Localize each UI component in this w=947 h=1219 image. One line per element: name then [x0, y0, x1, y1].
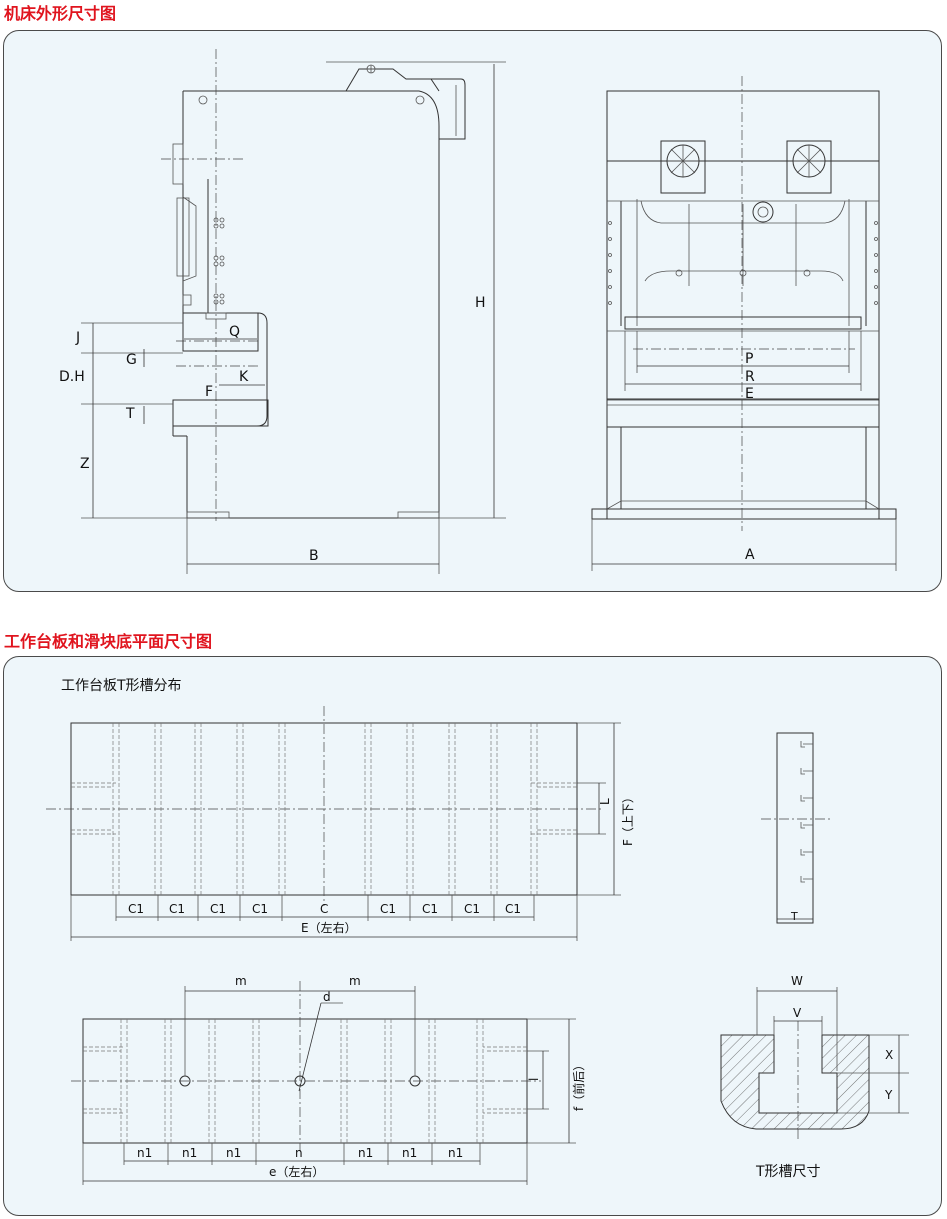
- bolster-plan: C1 C1 C1 C1 C C1 C1 C1 C1 E（左右） L F（上下）: [46, 706, 635, 941]
- label-R: R: [745, 369, 755, 385]
- tslot-T-label: T: [790, 910, 798, 923]
- gauge-left: [660, 140, 706, 194]
- slide-d-label: d: [323, 990, 331, 1004]
- pitch-C1-3: C1: [210, 902, 226, 916]
- label-F: F: [205, 384, 213, 400]
- slide-width-label: e（左右）: [269, 1164, 324, 1179]
- tslot-section: W V X Y T形槽尺寸: [720, 974, 909, 1180]
- label-K: K: [239, 369, 249, 385]
- label-Q: Q: [229, 324, 240, 340]
- section-title-machine-dimensions: 机床外形尺寸图: [4, 4, 117, 23]
- tslot-Y-label: Y: [884, 1088, 893, 1102]
- bolster-slide-panel: 工作台板T形槽分布 C1 C1 C1 C: [3, 656, 942, 1216]
- label-DH: D.H: [59, 369, 85, 385]
- bolster-L-label: L: [598, 798, 612, 805]
- gauge-right: [786, 140, 832, 194]
- bolt-symbols: [213, 217, 225, 305]
- pitch-C1-8: C1: [505, 902, 521, 916]
- pitch-C1-5: C1: [380, 902, 396, 916]
- bolster-width-label: E（左右）: [301, 920, 357, 935]
- pitch-n: n: [295, 1146, 303, 1160]
- label-E: E: [745, 386, 754, 402]
- tslot-profile: T: [761, 732, 831, 924]
- label-J: J: [75, 330, 80, 346]
- tslot-X-label: X: [885, 1048, 893, 1062]
- pitch-C1-6: C1: [422, 902, 438, 916]
- pitch-C1-1: C1: [128, 902, 144, 916]
- label-T: T: [125, 406, 135, 422]
- pitch-C: C: [320, 902, 328, 916]
- side-view: J Q G D.H K F T Z H B: [59, 49, 506, 574]
- slide-l-label: l: [527, 1078, 541, 1081]
- pitch-C1-7: C1: [464, 902, 480, 916]
- bolster-depth-label: F（上下）: [621, 791, 635, 846]
- machine-outline-drawing: J Q G D.H K F T Z H B: [59, 49, 897, 574]
- pitch-n1-6: n1: [448, 1146, 463, 1160]
- slide-tslots: [120, 1019, 484, 1143]
- section-title-bolster-slide: 工作台板和滑块底平面尺寸图: [4, 632, 213, 651]
- pitch-n1-2: n1: [182, 1146, 197, 1160]
- bolster-slide-drawing: 工作台板T形槽分布 C1 C1 C1 C: [46, 678, 909, 1185]
- subtitle-tslot-layout: 工作台板T形槽分布: [61, 678, 182, 694]
- pitch-n1-3: n1: [226, 1146, 241, 1160]
- tslot-V-label: V: [793, 1006, 802, 1020]
- label-P: P: [745, 351, 753, 367]
- slide-depth-label: f（前后）: [571, 1059, 586, 1111]
- tslot-notches: [800, 741, 813, 883]
- pitch-n1-5: n1: [402, 1146, 417, 1160]
- front-view: P R E A: [591, 76, 897, 571]
- tslot-caption: T形槽尺寸: [755, 1164, 821, 1180]
- label-G: G: [126, 352, 137, 368]
- tslot-W-label: W: [791, 974, 803, 988]
- slide-m-left: m: [235, 974, 247, 988]
- machine-outline-panel: J Q G D.H K F T Z H B: [3, 30, 942, 592]
- side-holes: [608, 221, 878, 305]
- slide-m-right: m: [349, 974, 361, 988]
- label-A: A: [745, 547, 755, 563]
- pitch-C1-2: C1: [169, 902, 185, 916]
- pitch-C1-4: C1: [252, 902, 268, 916]
- slide-plan: m m d n1 n1 n1 n n1 n1 n1 e（左右） l f（前后）: [71, 974, 586, 1185]
- label-H: H: [475, 295, 486, 311]
- label-B: B: [309, 548, 319, 564]
- pitch-n1-4: n1: [358, 1146, 373, 1160]
- pitch-n1-1: n1: [137, 1146, 152, 1160]
- bolster-tslots: [112, 723, 538, 895]
- label-Z: Z: [80, 456, 90, 472]
